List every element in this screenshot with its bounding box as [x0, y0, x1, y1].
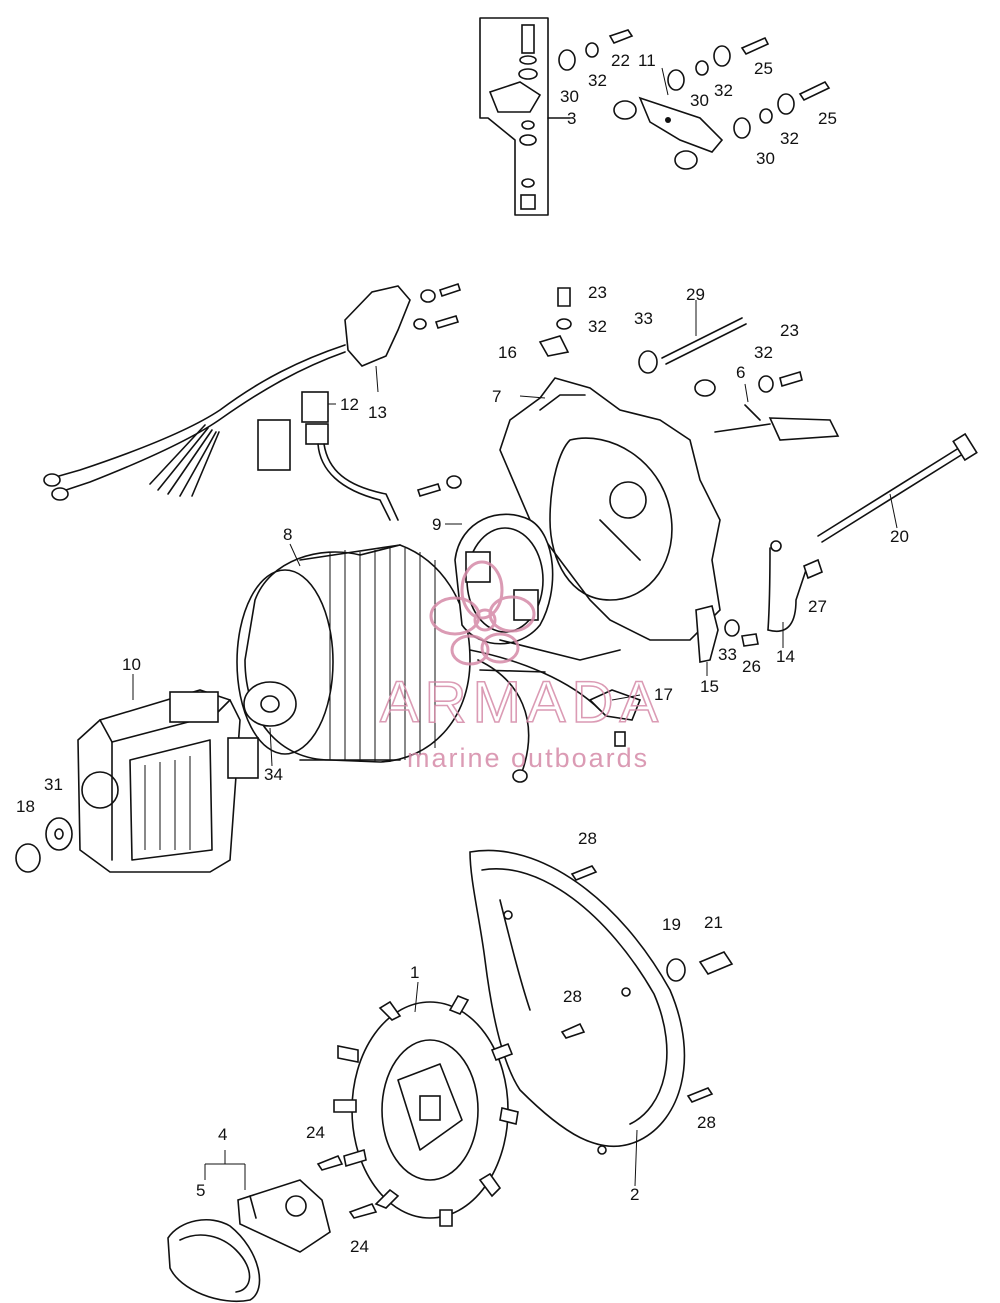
- nut-18: [15, 843, 41, 873]
- right-hardware: [695, 432, 978, 663]
- shield-4: [167, 1154, 378, 1302]
- rectifier-10: [15, 689, 259, 873]
- bolt-22: [608, 29, 634, 44]
- callout-11: 11: [638, 51, 656, 70]
- callout-28c: 28: [697, 1113, 716, 1132]
- callout-26: 26: [742, 657, 761, 676]
- bracket-15: [695, 605, 719, 663]
- callout-8: 8: [283, 525, 292, 544]
- callout-6: 6: [736, 363, 745, 382]
- stator-ribs: [329, 548, 436, 762]
- callout-2: 2: [630, 1185, 639, 1204]
- callout-10: 10: [122, 655, 141, 674]
- belt-5: [167, 1218, 261, 1302]
- callout-17: 17: [654, 685, 673, 704]
- housing-7: [499, 287, 840, 641]
- bolt-top: [521, 24, 535, 54]
- callout-29: 29: [686, 285, 705, 304]
- callout-5: 5: [196, 1181, 205, 1200]
- callout-33a: 33: [634, 309, 653, 328]
- callout-20: 20: [890, 527, 909, 546]
- callout-13: 13: [368, 403, 387, 422]
- flywheel-fins: [333, 994, 519, 1227]
- watermark-tagline: marine outboards: [407, 743, 649, 773]
- flywheel-hub: [419, 1095, 441, 1121]
- clip-16: [538, 335, 570, 357]
- callout-7: 7: [492, 387, 501, 406]
- callout-23b: 23: [780, 321, 799, 340]
- callout-32d: 32: [588, 317, 607, 336]
- callout-32a: 32: [588, 71, 607, 90]
- leader-lines: [132, 67, 898, 1190]
- bracket-plate: [488, 81, 542, 113]
- callout-22: 22: [611, 51, 630, 70]
- callout-18: 18: [16, 797, 35, 816]
- callout-30c: 30: [756, 149, 775, 168]
- callout-30a: 30: [560, 87, 579, 106]
- callout-32e: 32: [754, 343, 773, 362]
- callout-23a: 23: [588, 283, 607, 302]
- callout-12: 12: [340, 395, 359, 414]
- callout-15: 15: [700, 677, 719, 696]
- connector-13: [344, 285, 411, 367]
- callout-31: 31: [44, 775, 63, 794]
- flywheel-1: [333, 994, 519, 1227]
- callout-24b: 24: [350, 1237, 369, 1256]
- callout-9: 9: [432, 515, 441, 534]
- callout-1: 1: [410, 963, 419, 982]
- socket-12: [257, 419, 291, 471]
- bracket-assembly: [479, 17, 831, 216]
- callout-21: 21: [704, 913, 723, 932]
- watermark-brand: ARMADA: [380, 670, 664, 735]
- switch-plate: [638, 96, 724, 153]
- fan-cover-2: [469, 849, 734, 1155]
- washer-19: [666, 958, 686, 982]
- callout-16: 16: [498, 343, 517, 362]
- callout-32b: 32: [714, 81, 733, 100]
- cooling-fins: [144, 756, 191, 850]
- callout-24a: 24: [306, 1123, 325, 1142]
- stator-8: [236, 475, 642, 783]
- callout-27: 27: [808, 597, 827, 616]
- callout-4: 4: [218, 1125, 227, 1144]
- callout-33b: 33: [718, 645, 737, 664]
- armada-watermark: ARMADA marine outboards: [379, 560, 664, 773]
- callout-28b: 28: [563, 987, 582, 1006]
- callout-3: 3: [567, 109, 576, 128]
- bolt-20: [952, 432, 978, 462]
- callout-28a: 28: [578, 829, 597, 848]
- callout-32c: 32: [780, 129, 799, 148]
- callout-14: 14: [776, 647, 795, 666]
- callout-numbers: 3 30 32 22 11 30 32 25 25 32 30 23 32 16…: [16, 51, 909, 1256]
- callout-25a: 25: [754, 59, 773, 78]
- cord-6: [768, 417, 840, 441]
- plug-12: [301, 391, 329, 423]
- callout-34: 34: [264, 765, 283, 784]
- flower-logo: [429, 560, 536, 666]
- callout-25b: 25: [818, 109, 837, 128]
- wire-harness: [43, 282, 462, 521]
- bolt-21: [698, 951, 734, 975]
- callout-30b: 30: [690, 91, 709, 110]
- callout-19: 19: [662, 915, 681, 934]
